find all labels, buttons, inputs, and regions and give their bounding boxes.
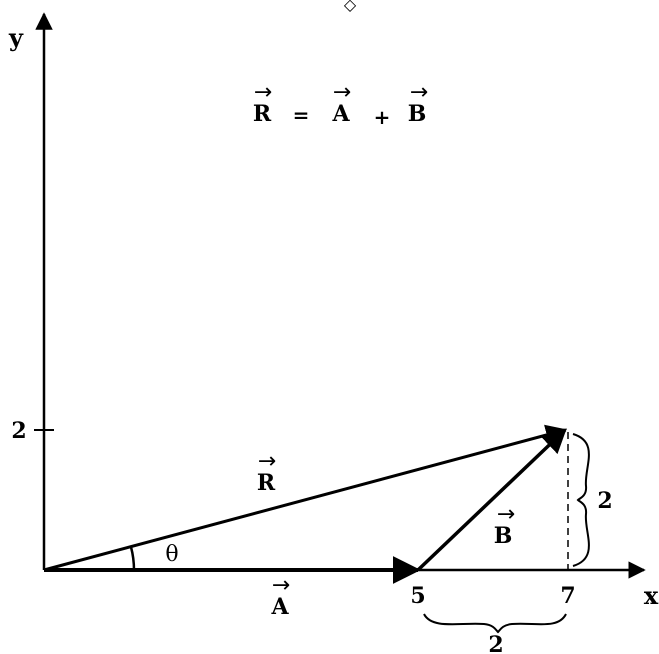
vector-a-label: A (270, 594, 289, 620)
equation-term1-arrow: → (333, 80, 351, 105)
vertical-brace (572, 433, 590, 567)
equation-equals: = (293, 103, 310, 127)
vector-b-label: B (494, 523, 513, 549)
vector-a-label-arrow: → (272, 573, 290, 598)
horizontal-dimension-label: 2 (488, 632, 503, 654)
equation-lhs: R (253, 101, 272, 127)
x-tick-label-5: 5 (410, 583, 425, 609)
equation-lhs-arrow: → (254, 80, 272, 105)
vector-r-arrow (43, 424, 568, 572)
equation-term2-arrow: → (410, 80, 428, 105)
equation-term2: B (408, 101, 427, 127)
angle-arc (129, 546, 136, 571)
equation-term1: A (331, 101, 350, 127)
vector-b-label-arrow: → (497, 502, 515, 527)
horizontal-brace (423, 613, 567, 634)
vector-r-label-arrow: → (258, 449, 276, 474)
vector-r-label: R (257, 470, 276, 496)
y-tick-label-2: 2 (11, 418, 26, 444)
vector-b-arrow (416, 428, 567, 572)
x-axis-label: x (644, 581, 659, 610)
top-symbol: ◇ (344, 0, 357, 14)
equation-plus: + (374, 105, 391, 129)
y-axis-label: y (8, 23, 24, 52)
vertical-dimension-label: 2 (597, 488, 612, 514)
angle-label: θ (165, 542, 178, 567)
x-tick-label-7: 7 (560, 583, 575, 609)
equation: → R = → A + → B (253, 80, 428, 129)
